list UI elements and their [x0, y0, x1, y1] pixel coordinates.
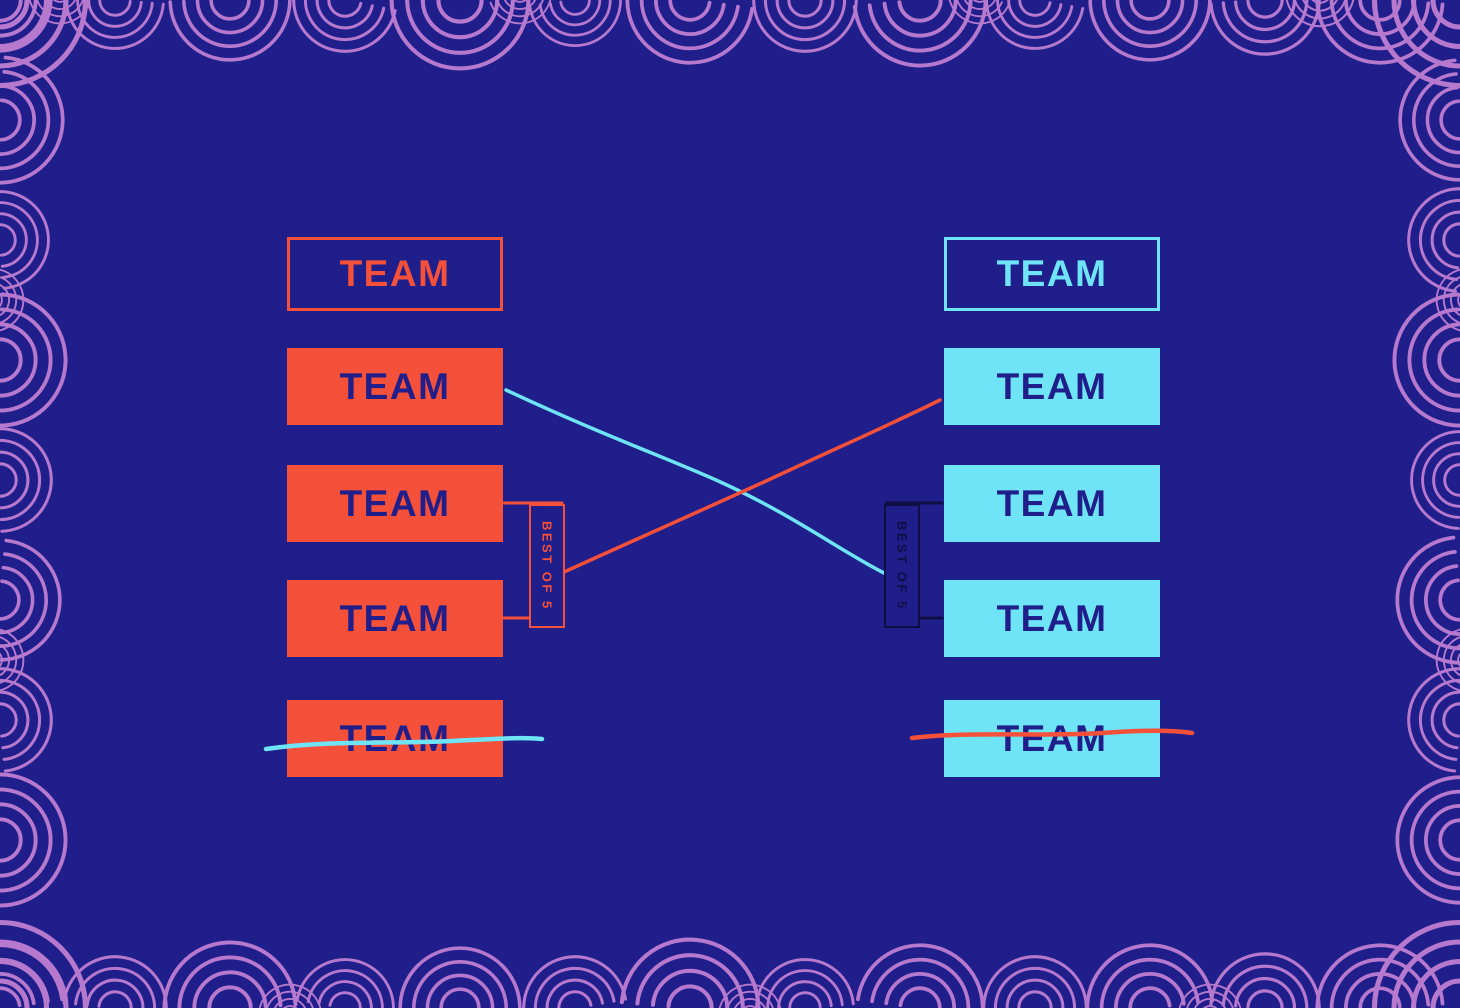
team-label: TEAM [996, 253, 1108, 294]
team-label: TEAM [339, 253, 451, 294]
left-team-box-2: TEAM [287, 465, 503, 542]
team-label: TEAM [996, 597, 1108, 639]
right-series-label: BEST OF 5 [884, 504, 920, 628]
left-team-box-1: TEAM [287, 348, 503, 425]
team-label: TEAM [339, 597, 451, 639]
team-label: TEAM [996, 717, 1108, 759]
team-label: TEAM [996, 482, 1108, 524]
left-column-header: TEAM [287, 237, 503, 311]
right-team-box-2: TEAM [944, 465, 1160, 542]
right-team-box-4-eliminated: TEAM [944, 700, 1160, 777]
left-team-box-4-eliminated: TEAM [287, 700, 503, 777]
team-label: TEAM [339, 482, 451, 524]
left-team-box-3: TEAM [287, 580, 503, 657]
right-column-header: TEAM [944, 237, 1160, 311]
team-label: TEAM [339, 717, 451, 759]
team-label: TEAM [996, 365, 1108, 407]
right-team-box-3: TEAM [944, 580, 1160, 657]
team-label: TEAM [339, 365, 451, 407]
left-series-label: BEST OF 5 [529, 504, 565, 628]
right-team-box-1: TEAM [944, 348, 1160, 425]
